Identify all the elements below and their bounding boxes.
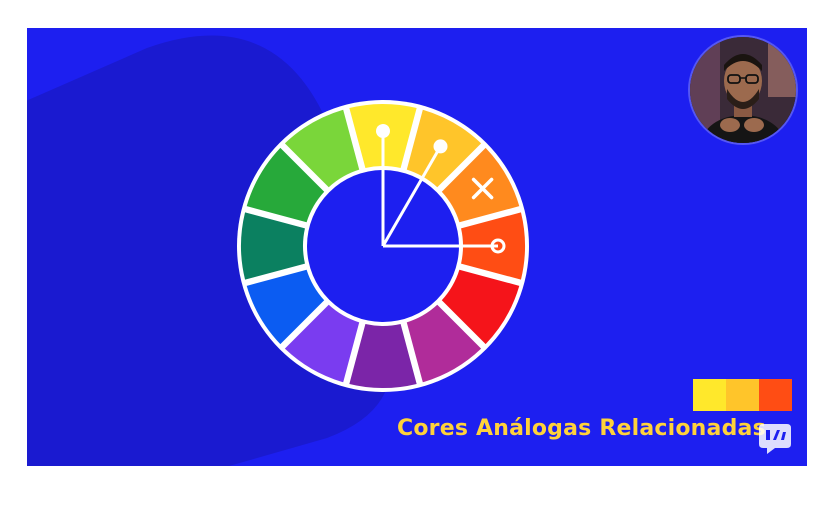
marker-dot-icon — [433, 139, 448, 154]
swatch-3 — [759, 379, 792, 411]
wheel-segment-blue-violet — [284, 304, 360, 383]
swatch-2 — [726, 379, 759, 411]
video-frame: Cores Análogas Relacionadas — [27, 28, 807, 466]
wheel-segment-violet — [349, 324, 417, 388]
marker-cross-icon — [471, 177, 494, 200]
analogous-swatches — [693, 379, 792, 411]
presenter-webcam — [690, 37, 796, 143]
wheel-segment-red — [441, 269, 520, 345]
presenter-icon — [690, 37, 796, 143]
color-wheel — [237, 100, 529, 392]
wheel-segment-blue-green — [241, 212, 305, 280]
marker-ring-icon — [490, 238, 506, 254]
caption-title: Cores Análogas Relacionadas — [397, 416, 766, 441]
wheel-segment-yellow-green — [284, 109, 360, 188]
wheel-segment-blue — [246, 269, 325, 345]
swatch-1 — [693, 379, 726, 411]
wheel-hand-2 — [381, 145, 442, 247]
wheel-segment-red-violet — [406, 304, 482, 383]
marker-dot-icon — [376, 124, 390, 138]
wheel-segment-green — [246, 147, 325, 223]
channel-logo-icon — [759, 424, 791, 454]
